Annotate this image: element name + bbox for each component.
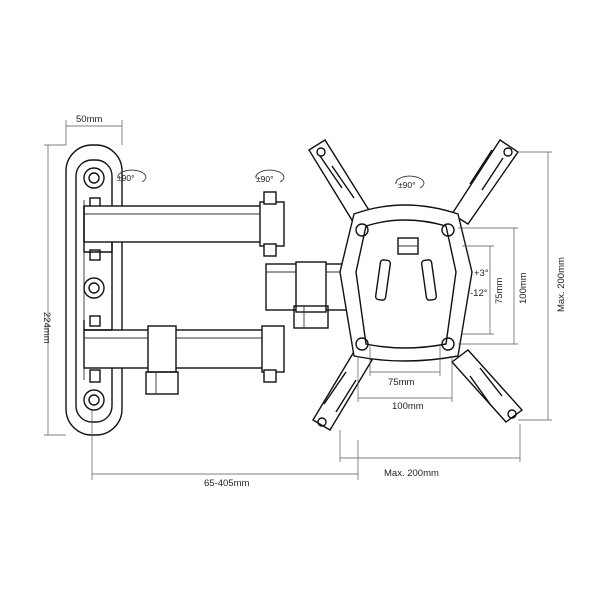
dim-max-width: Max. 200mm <box>339 424 521 479</box>
dim-vesa-v-small: 75mm <box>462 245 505 335</box>
rotation-symbol-wall: ±90° <box>117 169 147 183</box>
upper-arm <box>83 191 285 257</box>
dim-vesa-h-small: 75mm <box>369 344 441 388</box>
max-width-label: Max. 200mm <box>384 468 439 479</box>
dim-plate-height: 224mm <box>41 144 66 436</box>
dim-max-height: Max. 200mm <box>518 151 567 421</box>
vesa-h-small-label: 75mm <box>388 377 414 388</box>
top-screw-hole <box>83 167 105 189</box>
vesa-h-large-label: 100mm <box>392 401 424 412</box>
plate-width-label: 50mm <box>76 114 102 125</box>
tilt-up-label: +3° <box>474 268 489 279</box>
vesa-v-large-label: 100mm <box>518 272 529 304</box>
rotation-symbol-arm: ±90° <box>255 169 285 184</box>
plate-height-label: 224mm <box>41 312 52 344</box>
vesa-v-small-label: 75mm <box>494 278 505 304</box>
tilt-down-label: -12° <box>470 288 488 299</box>
dim-vesa-h-large: 100mm <box>357 356 453 412</box>
dim-plate-width: 50mm <box>65 114 123 145</box>
center-plate <box>339 204 473 362</box>
extension-label: 65-405mm <box>204 478 249 489</box>
dim-vesa-v-large: 100mm <box>458 227 529 345</box>
rotation-symbol-head: ±90° <box>395 175 425 190</box>
head-rotation-label: ±90° <box>398 180 416 190</box>
bottom-screw-hole <box>83 389 105 411</box>
arm-bottom-right <box>450 349 524 423</box>
tilt-indicator: +3° -12° <box>470 268 489 299</box>
arm-top-right <box>451 139 519 225</box>
lower-arm <box>83 320 285 395</box>
wall-plate <box>65 144 123 436</box>
arm-pivot-label: ±90° <box>256 174 274 184</box>
dim-extension: 65-405mm <box>91 410 359 489</box>
middle-screw-hole <box>83 277 105 299</box>
max-height-label: Max. 200mm <box>556 257 567 312</box>
vesa-head <box>308 139 524 431</box>
wall-pivot-label: ±90° <box>117 173 135 183</box>
